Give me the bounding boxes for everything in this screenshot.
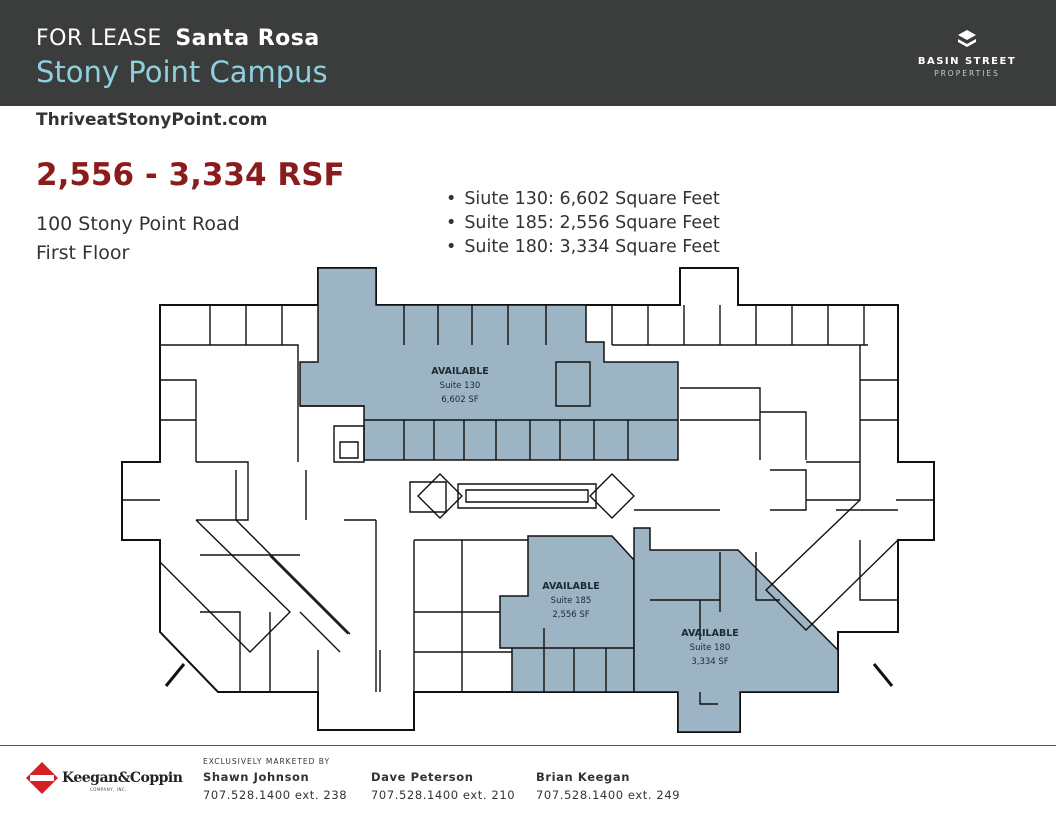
contact-phone[interactable]: 707.528.1400 ext. 210: [371, 788, 516, 802]
suite-180-number: Suite 180: [690, 643, 731, 653]
contact-shawn-johnson: Shawn Johnson 707.528.1400 ext. 238: [203, 770, 347, 802]
suite-list-item: Suite 185: 2,556 Square Feet: [446, 211, 719, 235]
basin-street-logo-icon: [958, 30, 976, 47]
broker-logo-text: Keegan&Coppin: [62, 770, 183, 786]
suite-list-item: Siute 130: 6,602 Square Feet: [446, 187, 719, 211]
keegan-coppin-logo: [26, 762, 58, 794]
contact-brian-keegan: Brian Keegan 707.528.1400 ext. 249: [536, 770, 680, 802]
brand-logo: BASIN STREET PROPERTIES: [912, 30, 1022, 78]
contact-dave-peterson: Dave Peterson 707.528.1400 ext. 210: [371, 770, 515, 802]
suite-185-status: AVAILABLE: [542, 581, 600, 592]
contact-name: Dave Peterson: [371, 770, 474, 784]
suite-130-status: AVAILABLE: [431, 366, 489, 377]
header-title-line: FOR LEASE Santa Rosa: [36, 26, 320, 51]
contact-name: Shawn Johnson: [203, 770, 310, 784]
floor-label: First Floor: [36, 242, 130, 264]
entry-markers: [164, 663, 894, 687]
brand-name: BASIN STREET: [917, 56, 1017, 67]
broker-logo-sub: COMPANY, INC.: [90, 787, 127, 792]
address-block: 100 Stony Point Road First Floor: [36, 210, 240, 268]
available-suites: [299, 267, 839, 733]
for-lease-label: FOR LEASE: [36, 26, 162, 51]
marketed-by-label: EXCLUSIVELY MARKETED BY: [203, 757, 331, 766]
header-bar: FOR LEASE Santa Rosa Stony Point Campus …: [0, 0, 1056, 106]
property-name: Stony Point Campus: [36, 55, 328, 89]
contact-phone[interactable]: 707.528.1400 ext. 249: [536, 788, 681, 802]
suite-180-size: 3,334 SF: [691, 657, 728, 667]
city-label: Santa Rosa: [175, 26, 320, 51]
suite-130-number: Suite 130: [440, 381, 481, 391]
suite-185-area: [499, 535, 635, 693]
rsf-range: 2,556 - 3,334 RSF: [36, 157, 345, 193]
suite-list: Siute 130: 6,602 Square Feet Suite 185: …: [446, 187, 719, 259]
suite-185-number: Suite 185: [551, 596, 592, 606]
suite-list-item: Suite 180: 3,334 Square Feet: [446, 235, 719, 259]
suite-130-size: 6,602 SF: [441, 395, 478, 405]
suite-130-area: [299, 267, 679, 461]
contact-name: Brian Keegan: [536, 770, 631, 784]
interior-walls: [122, 305, 934, 705]
footer-divider: [0, 745, 1056, 746]
suite-185-size: 2,556 SF: [552, 610, 589, 620]
suite-180-area: [633, 527, 839, 733]
website-link[interactable]: ThriveatStonyPoint.com: [36, 110, 268, 130]
street-address: 100 Stony Point Road: [36, 213, 240, 235]
corridor-feature: [417, 473, 635, 519]
suite-180-label: AVAILABLE Suite 180 3,334 SF: [681, 628, 739, 667]
suite-185-label: AVAILABLE Suite 185 2,556 SF: [542, 581, 600, 620]
suite-180-status: AVAILABLE: [681, 628, 739, 639]
contact-phone[interactable]: 707.528.1400 ext. 238: [203, 788, 348, 802]
suite-130-label: AVAILABLE Suite 130 6,602 SF: [431, 366, 489, 405]
floor-plan: AVAILABLE Suite 130 6,602 SF AVAILABLE S…: [121, 267, 935, 733]
brand-sub: PROPERTIES: [934, 69, 1000, 78]
